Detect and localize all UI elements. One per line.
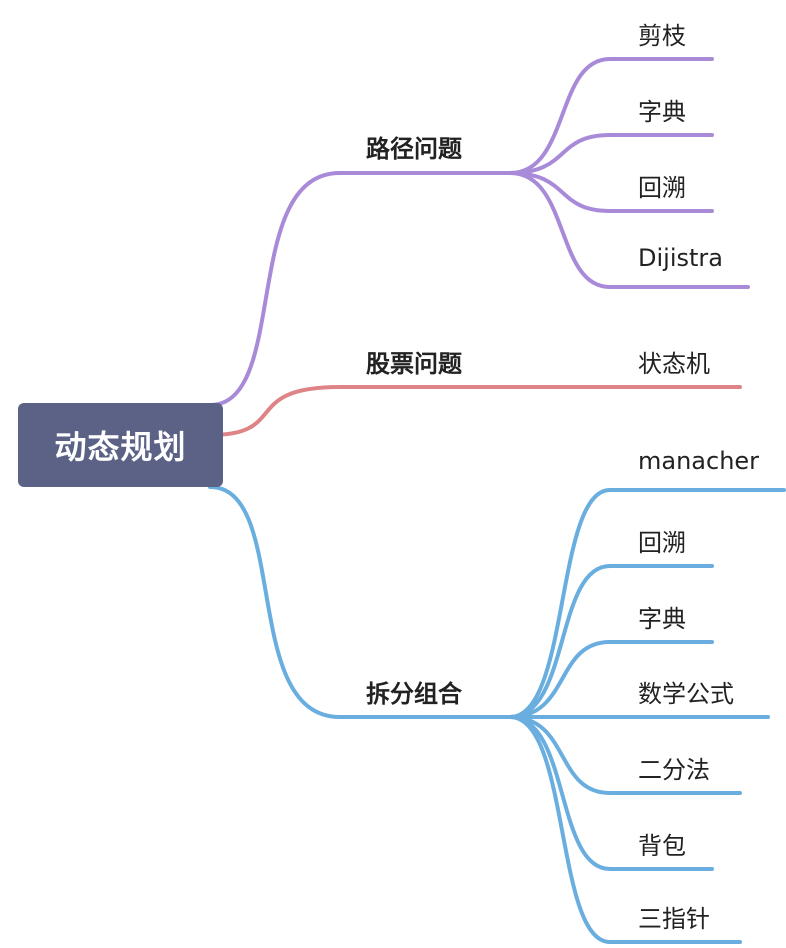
leaf-label-split-5[interactable]: 背包 xyxy=(638,832,686,860)
leaf-label-split-4[interactable]: 二分法 xyxy=(638,756,710,784)
root-node[interactable]: 动态规划 xyxy=(18,403,223,487)
edge-path-leaf-2 xyxy=(508,171,714,213)
branch-label-split[interactable]: 拆分组合 xyxy=(366,680,462,708)
leaf-label-path-1[interactable]: 字典 xyxy=(638,98,686,126)
edge-root-to-stock xyxy=(208,385,512,437)
leaf-label-split-2[interactable]: 字典 xyxy=(638,605,686,633)
leaf-label-path-2[interactable]: 回溯 xyxy=(638,174,686,202)
edge-path-leaf-0 xyxy=(508,57,714,175)
leaf-label-path-0[interactable]: 剪枝 xyxy=(638,22,686,50)
leaf-label-stock-0[interactable]: 状态机 xyxy=(638,350,710,378)
branch-label-stock[interactable]: 股票问题 xyxy=(366,350,462,378)
edge-root-to-split xyxy=(208,485,512,719)
leaf-label-split-3[interactable]: 数学公式 xyxy=(638,680,734,708)
edge-split-leaf-0 xyxy=(508,488,786,719)
branch-label-path[interactable]: 路径问题 xyxy=(366,135,462,163)
leaf-label-path-3[interactable]: Dijistra xyxy=(638,244,723,272)
leaf-label-split-0[interactable]: manacher xyxy=(638,447,760,475)
edge-split-leaf-5 xyxy=(508,715,714,871)
edge-split-leaf-6 xyxy=(508,715,742,944)
edge-split-leaf-1 xyxy=(508,564,714,719)
root-node-label: 动态规划 xyxy=(54,428,187,466)
edge-path-leaf-3 xyxy=(508,171,750,289)
edge-path-leaf-1 xyxy=(508,133,714,175)
connector-lines xyxy=(208,57,786,944)
edge-split-leaf-2 xyxy=(508,640,714,719)
leaf-label-split-6[interactable]: 三指针 xyxy=(638,905,710,933)
edge-root-to-path xyxy=(208,171,512,407)
edge-split-leaf-4 xyxy=(508,715,742,795)
leaf-label-split-1[interactable]: 回溯 xyxy=(638,529,686,557)
